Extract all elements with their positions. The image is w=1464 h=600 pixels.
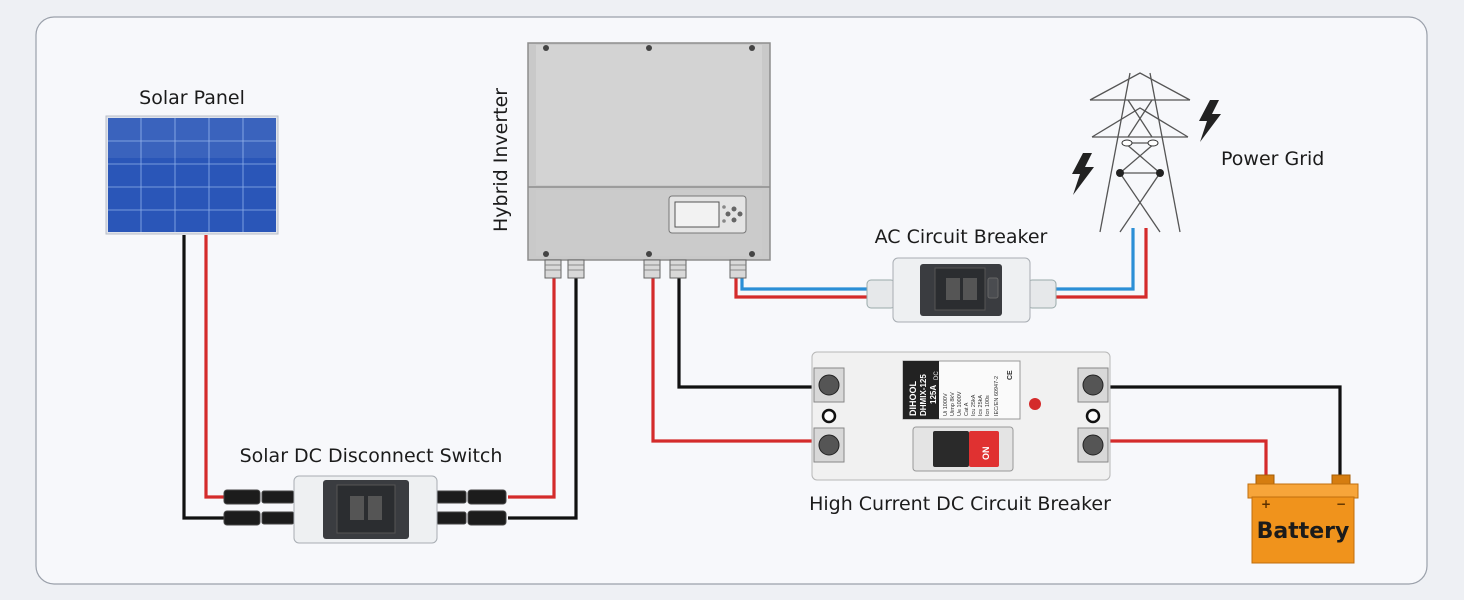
dc-breaker-spec-2: Uimp 8kV [950,392,956,416]
lightning-bolt-left-icon [1072,153,1094,195]
dc-breaker-spec-4: Cat A [964,402,970,416]
dc-breaker-rating: 125A [929,385,938,404]
dc-circuit-breaker [811,351,1111,481]
dc-breaker-spec-7: Icn 100s [985,395,991,416]
svg-text:−: − [1336,497,1346,511]
hybrid-inverter [527,42,771,279]
dc-breaker-spec-6: Ics 25kA [978,395,984,416]
wires [182,228,1342,520]
wire-panel-positive [204,235,228,499]
hybrid-inverter-label: Hybrid Inverter [490,88,512,232]
dc-disconnect-switch [223,475,507,544]
dc-breaker-dc-tag: DC [934,371,940,380]
dc-breaker-spec-5: Icu 25kA [971,394,977,416]
dc-breaker-on-mark: ON [981,447,991,461]
dc-breaker-spec-1: Ui 1000V [943,393,949,416]
solar-panel-label: Solar Panel [139,87,245,109]
solar-panel [105,115,279,235]
dc-breaker-cert: CE [1007,370,1014,380]
dc-breaker-brand: DIHOOL [908,380,918,416]
dc-breaker-spec-3: Ue 1000V [957,391,963,416]
battery-label: Battery [1257,519,1350,544]
power-grid-insulators [1116,139,1164,177]
wire-ac-neutral [740,278,870,291]
wire-battery-positive [1104,439,1268,478]
dc-breaker-markings: DIHOOL DHMIX-125 125A Ui 1000V Uimp 8kV … [908,370,1014,460]
dc-breaker-model: DHMIX-125 [919,374,928,416]
wire-ac-line [734,278,870,299]
ac-circuit-breaker [866,257,1057,323]
wire-pv-positive [508,278,556,499]
wire-panel-negative [182,235,228,520]
wire-inverter-battery-negative [677,278,818,389]
wire-grid-neutral [1055,228,1135,291]
dc-disconnect-label: Solar DC Disconnect Switch [240,445,503,467]
dc-breaker-label: High Current DC Circuit Breaker [809,493,1111,515]
power-grid-label: Power Grid [1221,148,1324,170]
wire-inverter-battery-positive [651,278,818,443]
wire-pv-negative [508,278,578,520]
battery: + − [1247,474,1359,564]
wire-battery-negative [1104,385,1342,478]
dc-breaker-standard: IEC/EN 60947-2 [994,376,1000,416]
power-grid-tower [1089,72,1191,233]
ac-breaker-label: AC Circuit Breaker [875,226,1048,248]
inverter-display [668,195,747,234]
svg-text:+: + [1261,497,1271,511]
wire-grid-line [1055,228,1148,299]
lightning-bolt-right-icon [1199,100,1221,142]
